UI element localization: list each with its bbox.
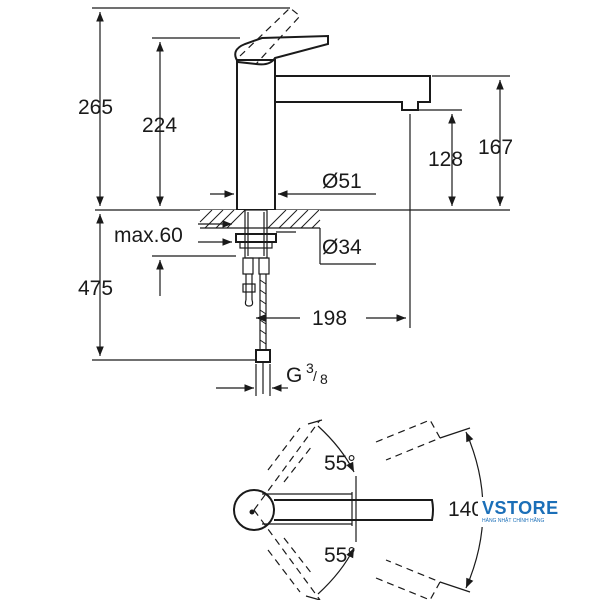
thread-numerator: 3 [306,360,314,376]
handle-dashed-upper [267,427,313,483]
arc-55-bottom [317,547,355,595]
logo-wordmark: VSTORE [482,498,559,518]
flexible-hose [242,274,271,394]
side-view: 265 224 167 128 Ø51 [78,7,513,396]
dim-128: 128 [410,109,463,206]
dim-198-label: 198 [312,307,347,330]
angle-bottom-label: 55° [324,544,356,567]
logo-tagline: HÀNG NHẬT CHÍNH HÃNG [482,518,545,524]
dim-475: 475 [78,214,256,361]
thread-denominator: 8 [320,371,328,387]
lever-handle [234,34,329,66]
spout-dashed-lower [375,559,441,600]
lever-open-position [239,7,301,65]
top-view: 55° 55° 140° [233,419,491,600]
dim-diameter-51: Ø51 [210,170,376,198]
spout-dashed-upper [375,419,441,461]
aerator-dot [249,509,255,515]
swivel-line-bottom [253,509,321,600]
dim-265: 265 [78,7,290,206]
dim-167: 167 [432,75,513,206]
dim-224: 224 [142,37,240,206]
dim-max-60-label: max.60 [114,224,183,247]
dim-167-label: 167 [478,136,513,159]
dim-224-label: 224 [142,114,177,137]
dim-198: 198 [256,114,411,330]
base-circle [233,489,275,531]
dim-diameter-51-label: Ø51 [322,170,362,193]
thread-g-label: G [286,364,302,387]
dim-thread-g: G 3 / 8 [216,360,328,396]
handle-dashed-lower [267,537,313,593]
arc-55-top [317,425,355,473]
dim-475-label: 475 [78,277,113,300]
dim-diameter-34: Ø34 [276,228,376,265]
swivel-line-top [253,419,321,511]
dim-265-label: 265 [78,96,113,119]
dim-diameter-34-label: Ø34 [322,236,362,259]
thread-fraction-slash: / [313,368,317,384]
angle-top-label: 55° [324,452,356,475]
dim-max-60: max.60 [114,220,232,247]
faucet-spout [275,75,431,111]
mounting-shank [235,209,277,275]
handle-top [262,493,352,525]
dim-128-label: 128 [428,148,463,171]
countertop-hatch [199,209,321,229]
vstore-logo: VSTORE HÀNG NHẬT CHÍNH HÃNG [478,497,558,527]
spout-top [274,499,434,521]
